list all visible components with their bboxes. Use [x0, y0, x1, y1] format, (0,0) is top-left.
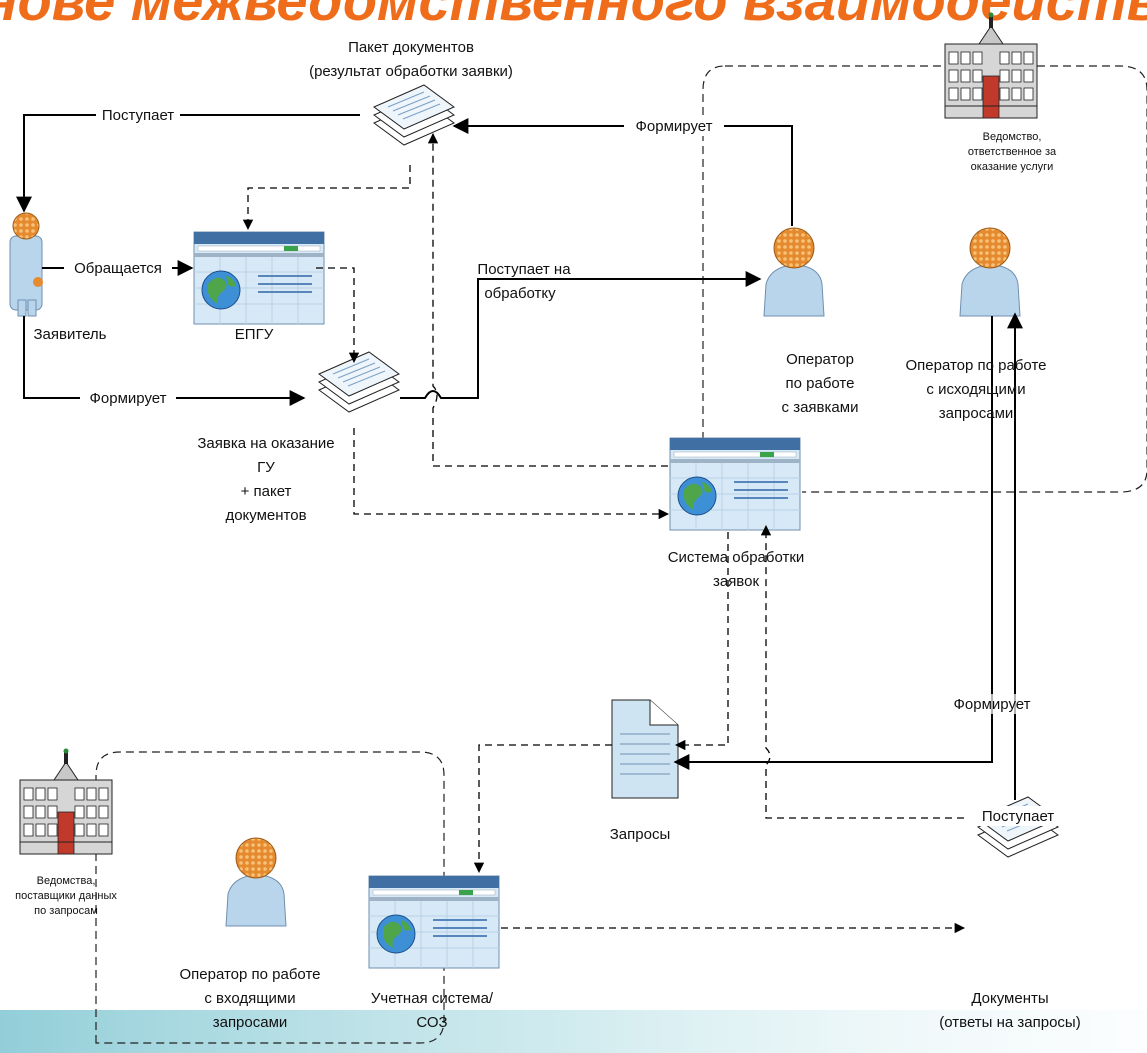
- svg-text:Оператор по работе: Оператор по работе: [905, 357, 1046, 374]
- label-processing-system: Система обработки заявок: [668, 549, 805, 590]
- svg-text:документов: документов: [225, 507, 306, 524]
- bottom-gradient: [0, 1010, 1147, 1053]
- edge-label-applies: Обращается: [64, 258, 172, 278]
- svg-text:Поступает: Поступает: [982, 808, 1054, 825]
- svg-text:с заявками: с заявками: [782, 399, 859, 416]
- svg-text:Формирует: Формирует: [90, 390, 167, 407]
- svg-text:запросами: запросами: [939, 405, 1014, 422]
- edge-package-to-epgu: [242, 165, 411, 231]
- edge-application-to-operator: [400, 271, 762, 399]
- application-docs-icon: [318, 351, 400, 413]
- label-application: Заявка на оказание ГУ + пакет документов: [197, 435, 334, 524]
- documents-package-icon: [373, 84, 455, 146]
- frame-service-agency-left: [702, 65, 726, 440]
- svg-text:(ответы на запросы): (ответы на запросы): [939, 1014, 1080, 1031]
- edge-applicant-to-application: [23, 316, 306, 406]
- svg-text:Формирует: Формирует: [636, 118, 713, 135]
- label-epgu: ЕПГУ: [235, 326, 274, 343]
- applicant-icon: [9, 212, 43, 317]
- label-applicant: Заявитель: [34, 326, 107, 343]
- label-operator-incoming: Оператор по работе с входящими запросами: [179, 966, 320, 1031]
- svg-text:Учетная система/: Учетная система/: [371, 990, 494, 1007]
- edge-system-to-package: [427, 132, 668, 467]
- svg-text:обработку: обработку: [484, 285, 556, 302]
- operator-incoming-icon: [225, 837, 287, 927]
- frame-service-agency: [725, 65, 1147, 493]
- label-agency-providers: Ведомства, поставщики данных по запросам: [15, 875, 117, 917]
- operator-applications-icon: [763, 227, 825, 317]
- page-title: основе межведомственного взаимодействия: [0, 0, 1147, 32]
- edge-operator-to-package: [452, 118, 793, 226]
- label-documents: Документы (ответы на запросы): [939, 990, 1080, 1031]
- edge-label-to-processing: Поступает на обработку: [477, 261, 571, 302]
- svg-text:Оператор по работе: Оператор по работе: [179, 966, 320, 983]
- svg-text:оказание услуги: оказание услуги: [971, 161, 1054, 173]
- svg-text:по работе: по работе: [786, 375, 855, 392]
- svg-text:Оператор: Оператор: [786, 351, 854, 368]
- svg-text:запросами: запросами: [213, 1014, 288, 1031]
- label-requests: Запросы: [610, 826, 671, 843]
- svg-text:Система обработки: Система обработки: [668, 549, 805, 566]
- svg-text:Формирует: Формирует: [954, 696, 1031, 713]
- processing-system-screen-icon: [669, 437, 801, 531]
- svg-text:Поступает на: Поступает на: [477, 261, 571, 278]
- edge-docs-to-system: [760, 524, 964, 819]
- svg-text:Документы: Документы: [971, 990, 1048, 1007]
- svg-text:с входящими: с входящими: [204, 990, 295, 1007]
- edge-label-forms-package: Формирует: [624, 116, 724, 136]
- operator-outgoing-icon: [959, 227, 1021, 317]
- edge-requests-to-registry: [473, 744, 612, 874]
- svg-text:(результат обработки заявки): (результат обработки заявки): [309, 63, 513, 80]
- label-operator-outgoing: Оператор по работе с исходящими запросам…: [905, 357, 1046, 422]
- edge-application-to-system: [353, 428, 670, 520]
- svg-text:ответственное за: ответственное за: [968, 146, 1057, 158]
- svg-text:поставщики данных: поставщики данных: [15, 890, 117, 902]
- edge-label-delivered-applicant: Поступает: [96, 105, 180, 125]
- svg-text:Пакет документов: Пакет документов: [348, 39, 474, 56]
- svg-text:Ведомство,: Ведомство,: [983, 131, 1042, 143]
- edge-package-to-applicant: [16, 114, 360, 213]
- label-package-top: Пакет документов (результат обработки за…: [309, 39, 513, 80]
- frame-provider-agencies: [95, 751, 445, 1044]
- svg-text:Обращается: Обращается: [74, 260, 162, 277]
- svg-text:Ведомства,: Ведомства,: [37, 875, 96, 887]
- svg-text:Заявка на оказание: Заявка на оказание: [197, 435, 334, 452]
- registry-system-screen-icon: [368, 875, 500, 969]
- svg-text:СОЗ: СОЗ: [416, 1014, 447, 1031]
- svg-text:с исходящими: с исходящими: [926, 381, 1025, 398]
- svg-text:по запросам: по запросам: [34, 905, 98, 917]
- edge-operator-to-requests: [673, 316, 993, 770]
- svg-text:ГУ: ГУ: [257, 459, 275, 476]
- edge-label-forms-application: Формирует: [80, 388, 176, 408]
- svg-text:заявок: заявок: [713, 573, 759, 590]
- edge-label-delivered-docs: Поступает: [976, 806, 1060, 826]
- svg-text:Поступает: Поступает: [102, 107, 174, 124]
- edge-epgu-to-application: [316, 267, 360, 364]
- epgu-screen-icon: [193, 231, 325, 325]
- requests-document-icon: [611, 699, 679, 799]
- svg-text:+ пакет: + пакет: [241, 483, 292, 500]
- edge-label-forms-requests: Формирует: [942, 694, 1042, 714]
- label-agency-service: Ведомство, ответственное за оказание усл…: [968, 131, 1057, 173]
- label-operator-applications: Оператор по работе с заявками: [782, 351, 859, 416]
- label-registry-system: Учетная система/ СОЗ: [371, 990, 494, 1031]
